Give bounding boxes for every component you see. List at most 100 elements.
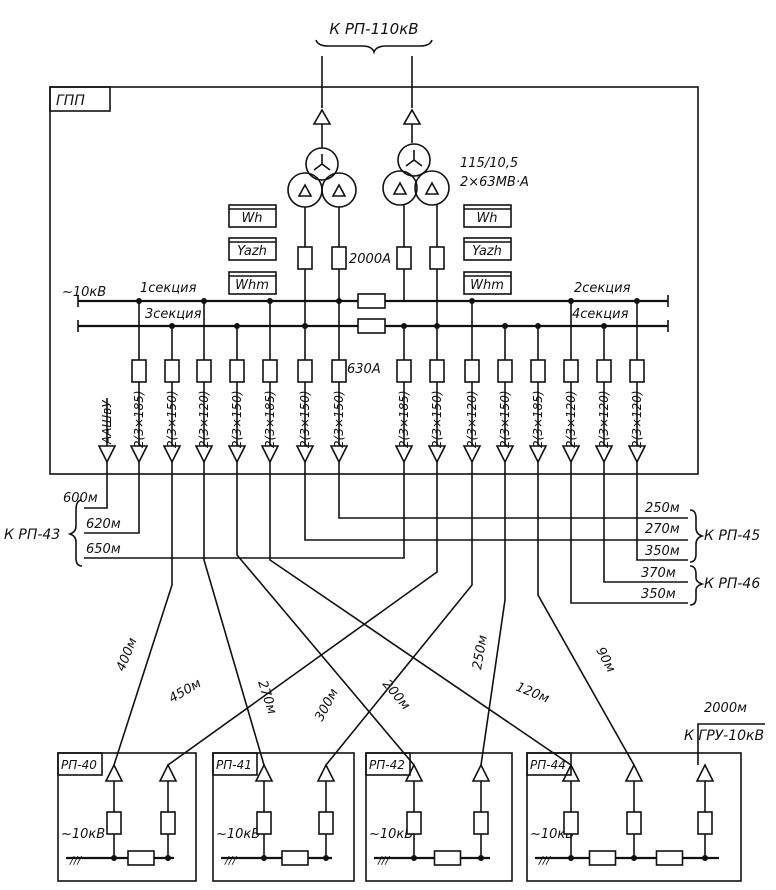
cable-spec-label: 2(3×120): [564, 390, 578, 448]
feeder-breaker: [229, 359, 245, 383]
ground-hatch-icon: ///: [224, 854, 237, 867]
cable-spec-label: 2(3×185): [132, 390, 146, 448]
feeder-breaker: [497, 359, 513, 383]
cable-terminal-icon: [295, 445, 315, 464]
feeder-breaker: [396, 359, 412, 383]
substation-voltage: ~10кВ: [216, 827, 260, 842]
cable-terminal-icon: [194, 445, 214, 464]
bus-section-breaker: [433, 850, 462, 866]
cable-terminal-icon: [394, 445, 414, 464]
meter-right-whm: Whm: [470, 278, 504, 293]
transformer-1: [287, 108, 357, 247]
cable-spec-label: 2(3×150): [430, 390, 444, 448]
bus-junction-dot: [323, 855, 329, 861]
gpp-label: ГПП: [56, 93, 85, 109]
line-length-450: 450м: [167, 676, 205, 706]
feeder-breaker: [429, 359, 445, 383]
feeder-5: 2(3×150): [227, 323, 247, 470]
bus-junction-dot: [169, 323, 175, 329]
substation-breaker: [697, 811, 713, 835]
bus-junction-dot: [568, 855, 574, 861]
cable-terminal-icon: [462, 445, 482, 464]
cable-terminal-icon: [104, 763, 124, 782]
bus-junction-dot: [478, 855, 484, 861]
bus-junction-dot: [634, 298, 640, 304]
cable-terminal-icon: [97, 445, 117, 464]
bus-coupler-3-4: [357, 318, 386, 334]
feeder-14: 2(3×120): [561, 298, 581, 470]
substation-РП-41: РП-41~10кВ///: [212, 752, 355, 882]
cable-spec-label: 2(3×120): [597, 390, 611, 448]
gru-label: К ГРУ-10кВ: [684, 728, 764, 744]
rp46-length-2: 350м: [641, 587, 676, 602]
substation-name: РП-42: [369, 758, 405, 772]
bus-section-breaker: [127, 850, 155, 866]
feeder-13: 2(3×185): [528, 323, 548, 470]
gru-line: [697, 723, 765, 765]
bus-junction-dot: [631, 855, 637, 861]
cable-terminal-icon: [254, 763, 274, 782]
feeder-current: 630А: [347, 362, 381, 377]
rp45-length-1: 250м: [645, 501, 680, 516]
cable-spec-label: 2(3×120): [197, 390, 211, 448]
rp43-length-1: 600м: [63, 491, 98, 506]
cable-terminal-icon: [695, 763, 715, 782]
transformer-2: [382, 108, 450, 247]
bus-section-breaker: [281, 850, 309, 866]
feeder-10: 2(3×150): [427, 323, 447, 470]
ground-hatch-icon: ///: [377, 854, 390, 867]
gpp-label-box: [49, 86, 111, 112]
section-4-label: 4секция: [572, 307, 629, 322]
cable-terminal-icon: [129, 445, 149, 464]
feeder-breaker: [164, 359, 180, 383]
transformer-power: 2×63МВ·А: [460, 175, 529, 190]
bus-junction-dot: [411, 855, 417, 861]
cable-terminal-icon: [329, 445, 349, 464]
substation-РП-42: РП-42~10кВ///: [365, 752, 513, 882]
meter-left-whm: Whm: [235, 278, 269, 293]
rp43-length-2: 620м: [86, 517, 121, 532]
substation-breaker: [563, 811, 579, 835]
line-length-200: 200м: [379, 677, 413, 713]
feeder-breaker: [131, 359, 147, 383]
feeder-breaker: [297, 359, 313, 383]
line-length-120: 120м: [514, 680, 552, 707]
bus-junction-dot: [336, 298, 342, 304]
cable-terminal-icon: [316, 763, 336, 782]
cable-terminal-icon: [594, 445, 614, 464]
feeder-16: 2(3×120): [627, 298, 647, 470]
ground-hatch-icon: ///: [69, 854, 82, 867]
feeder-breaker: [196, 359, 212, 383]
rp46-label: К РП-46: [704, 576, 760, 592]
feeder-breaker: [596, 359, 612, 383]
feeder-6: 2(3×185): [260, 298, 280, 470]
cable-spec-label: 2(3×150): [332, 390, 346, 448]
line-length-90: 90м: [592, 645, 618, 675]
bus-junction-dot: [234, 323, 240, 329]
section-1-label: 1секция: [140, 281, 197, 296]
cable-spec-label: 2(3×185): [531, 390, 545, 448]
rp45-length-2: 270м: [645, 522, 680, 537]
meters-right: Wh Yazh Whm: [463, 204, 512, 295]
substation-РП-40: РП-40~10кВ///: [57, 752, 197, 882]
feeder-breaker: [262, 359, 278, 383]
rp46-brace: [689, 565, 705, 606]
bus-junction-dot: [601, 323, 607, 329]
line-length-250: 250м: [470, 634, 491, 671]
cable-terminal-icon: [627, 445, 647, 464]
substation-breaker: [106, 811, 122, 835]
rp46-length-1: 370м: [641, 566, 676, 581]
bus-section-breaker: [655, 850, 684, 866]
feeder-2: 2(3×185): [129, 298, 149, 470]
rp43-brace: [67, 499, 83, 567]
bus-junction-dot: [267, 298, 273, 304]
cable-terminal-icon: [158, 763, 178, 782]
cable-terminal-icon: [624, 763, 644, 782]
cable-terminal-icon: [471, 763, 491, 782]
cable-spec-label: 2(3×120): [630, 390, 644, 448]
substation-voltage: ~10кВ: [61, 827, 105, 842]
feeder-breaker: [530, 359, 546, 383]
bus-coupler-1-2: [357, 293, 386, 309]
